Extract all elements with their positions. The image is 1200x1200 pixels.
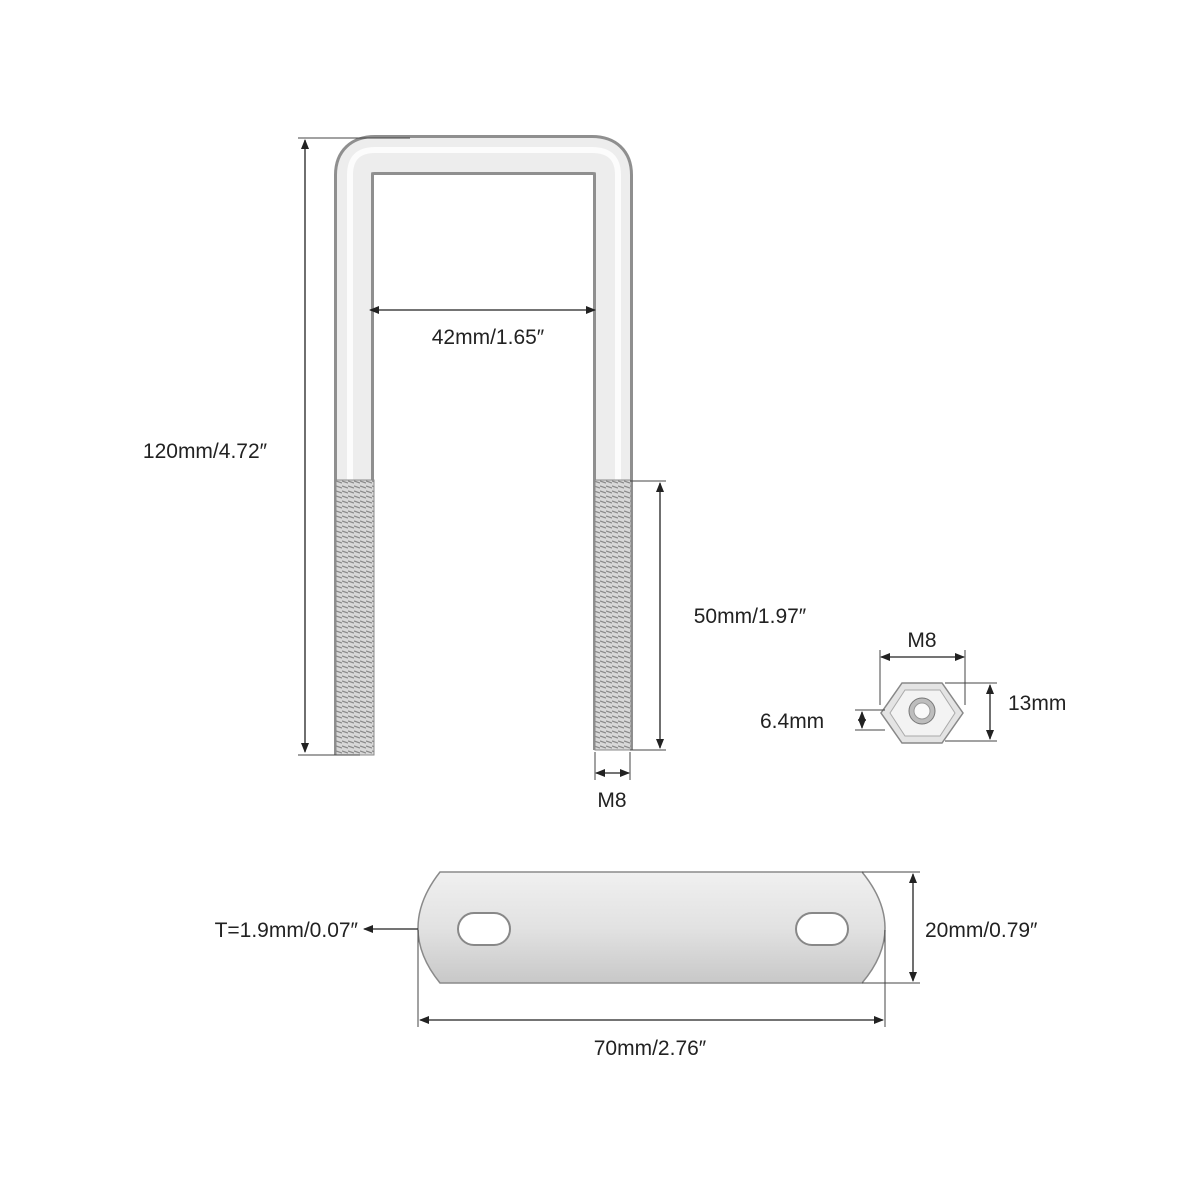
thread-size-dimension: M8	[594, 752, 631, 812]
hex-nut: M8 13mm 6.4mm	[760, 629, 1066, 744]
inner-width-label: 42mm/1.65″	[432, 326, 545, 349]
right-thread	[594, 479, 632, 751]
plate-length-dimension: 70mm/2.76″	[417, 930, 886, 1060]
plate-thickness-callout: T=1.9mm/0.07″	[215, 919, 418, 942]
left-slot	[457, 912, 511, 946]
plate-width-label: 20mm/0.79″	[925, 919, 1038, 942]
nut-thickness-label: 6.4mm	[760, 710, 824, 733]
plate-thickness-label: T=1.9mm/0.07″	[215, 919, 359, 942]
plate-width-dimension: 20mm/0.79″	[862, 871, 1038, 984]
thread-length-label: 50mm/1.97″	[694, 605, 807, 628]
height-dimension: 120mm/4.72″	[143, 137, 410, 756]
inner-width-dimension: 42mm/1.65″	[369, 306, 596, 349]
u-bolt	[334, 135, 633, 756]
left-thread	[335, 479, 375, 756]
nut-width-label: 13mm	[1008, 692, 1066, 715]
plate-length-label: 70mm/2.76″	[594, 1037, 707, 1060]
height-label: 120mm/4.72″	[143, 440, 268, 463]
backing-plate	[417, 871, 886, 984]
right-slot	[795, 912, 849, 946]
thread-size-label: M8	[597, 789, 626, 812]
thread-length-dimension: 50mm/1.97″	[630, 480, 807, 751]
nut-thread-label: M8	[907, 629, 936, 652]
